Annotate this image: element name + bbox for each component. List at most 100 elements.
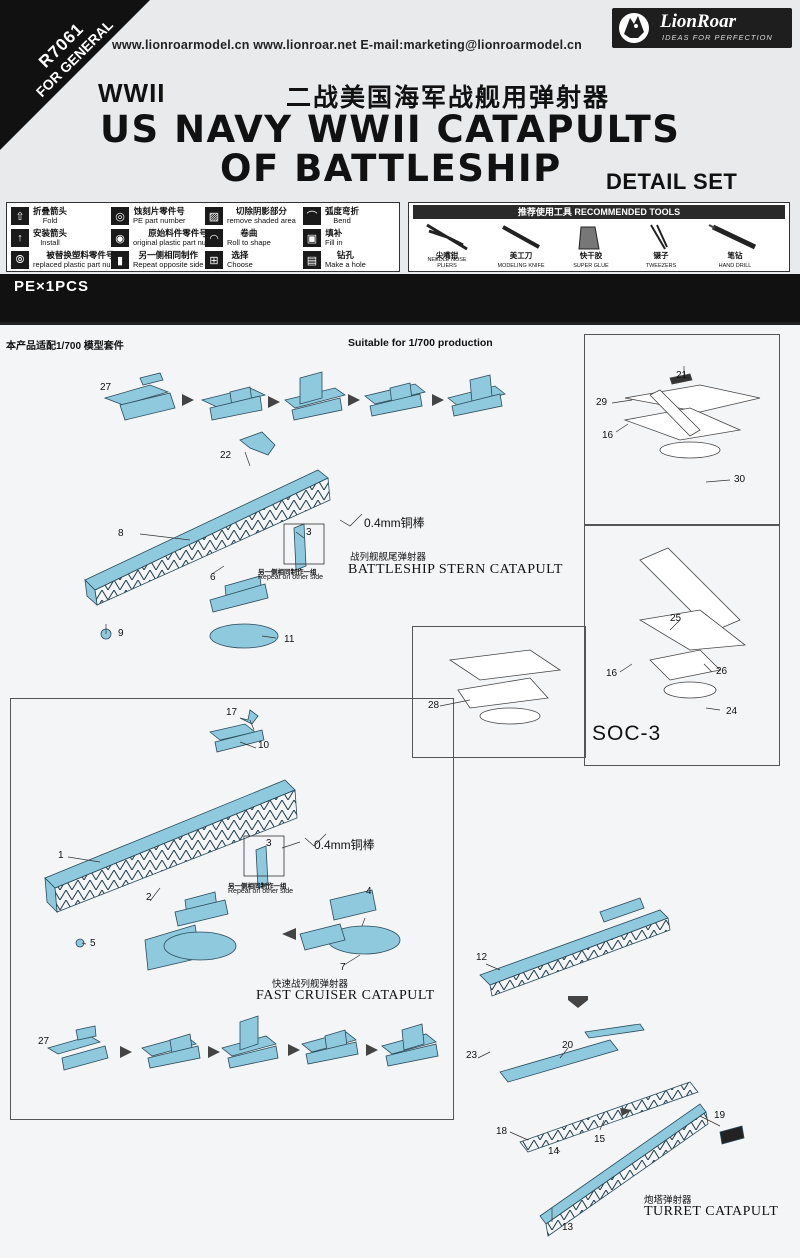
tweezers-icon (650, 224, 668, 250)
cruiser-seq-3 (221, 1015, 279, 1069)
stern-catapult-body (84, 431, 331, 649)
stern-step-4 (364, 382, 426, 417)
stern-step-1 (103, 372, 176, 421)
pe-count: PE×1PCS (14, 278, 89, 295)
part-22: 22 (220, 450, 232, 461)
cruiser-step-0 (209, 709, 265, 753)
repeat-icon: ▮ (111, 251, 129, 269)
part-10: 10 (258, 740, 270, 751)
part-30: 30 (734, 474, 746, 485)
part-24: 24 (726, 706, 738, 717)
pe-count-bar: PE×1PCS (0, 274, 800, 322)
aircraft-top (623, 373, 761, 459)
drill-icon (708, 224, 757, 250)
soc3-label: SOC-3 (592, 722, 662, 745)
part-2: 2 (146, 892, 152, 903)
fill-icon: ▣ (303, 229, 321, 247)
fold-icon: ⇧ (11, 207, 29, 225)
brand-tagline: IDEAS FOR PERFECTION (662, 33, 773, 42)
brand-logo: LionRoar IDEAS FOR PERFECTION (612, 8, 792, 48)
part-17: 17 (226, 707, 238, 718)
cruiser-repeat-en: Repeat on other side (228, 888, 293, 895)
stern-caption-en: BATTLESHIP STERN CATAPULT (348, 562, 563, 577)
part-26: 26 (716, 666, 728, 677)
pliers-icon (426, 223, 468, 251)
part-9: 9 (118, 628, 124, 639)
aircraft-float-panel (412, 626, 586, 758)
part-16-top: 16 (602, 430, 614, 441)
stern-repeat-en: Repeat on other side (258, 574, 323, 581)
lion-logo-icon (619, 13, 649, 43)
cruiser-catapult-body (44, 779, 401, 971)
part-15: 15 (594, 1134, 606, 1145)
part-12: 12 (476, 952, 488, 963)
part-3-cruiser: 3 (266, 838, 272, 849)
stern-detail-box (283, 523, 325, 565)
replaced-icon: ⦾ (11, 251, 29, 269)
cruiser-seq-1 (47, 1025, 109, 1071)
aircraft-float (448, 649, 562, 725)
part-25: 25 (670, 613, 682, 624)
stern-step-3 (284, 371, 346, 421)
part-27-stern: 27 (100, 382, 112, 393)
tools-title: 推荐使用工具 RECOMMENDED TOOLS (413, 205, 785, 219)
original-part-icon: ◉ (111, 229, 129, 247)
part-7: 7 (340, 962, 346, 973)
aircraft-top-panel (584, 334, 780, 526)
fast-cruiser-panel (10, 698, 454, 1120)
cruiser-caption-en: FAST CRUISER CATAPULT (256, 988, 435, 1003)
bend-icon: ⌒ (303, 207, 321, 225)
cruiser-repeat-cn: 另一侧相同制作一组 (228, 883, 287, 890)
part-27-cruiser: 27 (38, 1036, 50, 1047)
cruiser-detail-box (243, 835, 285, 877)
part-8: 8 (118, 528, 124, 539)
part-5: 5 (90, 938, 96, 949)
turret-catapult-lower (499, 1023, 745, 1237)
title-line-2: OF BATTLESHIP (220, 147, 562, 190)
install-icon: ↑ (11, 229, 29, 247)
kit-compatibility-en: Suitable for 1/700 production (348, 337, 493, 349)
part-18: 18 (496, 1126, 508, 1137)
part-19: 19 (714, 1110, 726, 1121)
part-11: 11 (284, 634, 295, 645)
knife-icon (502, 225, 540, 249)
cruiser-seq-4 (301, 1029, 359, 1065)
stern-step-2 (200, 386, 267, 421)
stern-step-5 (447, 374, 506, 417)
part-1: 1 (58, 850, 64, 861)
part-13: 13 (562, 1222, 574, 1233)
part-23: 23 (466, 1050, 478, 1061)
turret-caption-en: TURRET CATAPULT (644, 1204, 779, 1219)
stern-caption-cn: 战列舰舰尾弹射器 (350, 552, 427, 563)
cruiser-rod-note: 0.4mm铜棒 (314, 838, 375, 852)
part-6: 6 (210, 572, 216, 583)
part-28: 28 (428, 700, 440, 711)
turret-caption-cn: 炮塔弹射器 (644, 1195, 692, 1206)
title-chinese: 二战美国海军战舰用弹射器 (286, 83, 611, 112)
part-29: 29 (596, 397, 608, 408)
glue-icon (578, 226, 600, 250)
pe-part-icon: ◎ (111, 207, 129, 225)
part-16-mid: 16 (606, 668, 618, 679)
remove-icon: ▨ (205, 207, 223, 225)
part-21: 21 (676, 370, 688, 381)
choose-icon: ⊞ (205, 251, 223, 269)
stern-rod-note: 0.4mm铜棒 (364, 516, 425, 530)
corner-badge (0, 0, 150, 150)
